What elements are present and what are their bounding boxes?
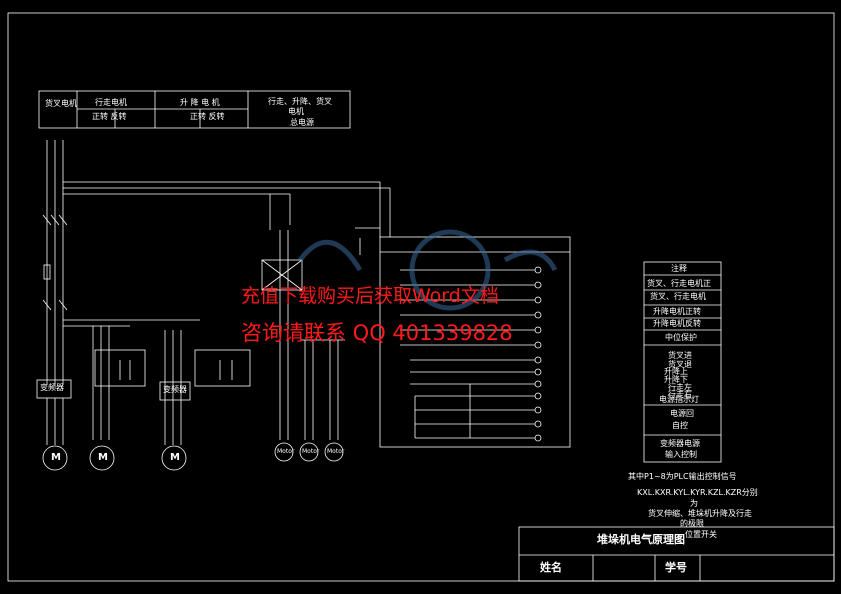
note-line-2: KXL.KXR.KYL.KYR.KZL.KZR分别 bbox=[637, 488, 758, 497]
student-id-label: 学号 bbox=[665, 561, 687, 574]
legend-item: 货叉、行走电机正 bbox=[647, 279, 711, 288]
legend-item: 电源指示灯 bbox=[659, 395, 699, 404]
header-lift-direction: 正转 反转 bbox=[190, 112, 225, 121]
control-motors bbox=[261, 230, 345, 462]
watermark-line-2: 咨询请联系 QQ 401339828 bbox=[241, 321, 513, 345]
name-label: 姓名 bbox=[540, 561, 562, 574]
fork-motor-branch bbox=[36, 379, 72, 471]
legend-item: 输入控制 bbox=[665, 450, 697, 459]
header-table-grid bbox=[38, 90, 351, 129]
header-fork-motor: 货叉电机 bbox=[45, 99, 77, 108]
drawing-border bbox=[7, 12, 835, 582]
legend-item: 升降上 bbox=[664, 367, 688, 376]
motor-label-3: M bbox=[170, 452, 180, 463]
watermark-line-1: 充值下载购买后获取Word文档 bbox=[241, 285, 499, 307]
legend-title: 注释 bbox=[671, 264, 687, 273]
drawing-title: 堆垛机电气原理图 bbox=[597, 533, 685, 546]
note-line-5: 的极限 bbox=[680, 519, 704, 528]
legend-item: 行走右 bbox=[668, 390, 692, 399]
note-line-4: 货叉伸缩、堆垛机升降及行走 bbox=[648, 509, 752, 518]
header-travel-motor: 行走电机 bbox=[95, 98, 127, 107]
inverter-label-2: 变频器 bbox=[163, 385, 187, 394]
lift-motor-branch bbox=[140, 319, 251, 471]
logo-watermark bbox=[298, 229, 558, 311]
legend-item: 电源回 bbox=[670, 409, 694, 418]
header-main-power: 行走、升降、货叉 bbox=[268, 97, 332, 106]
legend-item: 中位保护 bbox=[665, 333, 697, 342]
small-motor-label-1: Motor bbox=[277, 448, 295, 455]
legend-item: 货叉进 bbox=[668, 351, 692, 360]
header-main-power-mid: 电机 bbox=[288, 107, 304, 116]
header-lift-motor: 升 降 电 机 bbox=[180, 98, 220, 107]
plc-control-area bbox=[355, 225, 571, 448]
note-line-3: 为 bbox=[690, 499, 698, 508]
header-main-power-bottom: 总电源 bbox=[290, 118, 314, 127]
note-line-1: 其中P1~8为PLC输出控制信号 bbox=[628, 472, 737, 481]
legend-item: 行走左 bbox=[668, 383, 692, 392]
legend-item: 自控 bbox=[672, 421, 688, 430]
travel-motor-branch bbox=[63, 319, 146, 471]
power-busbars bbox=[42, 140, 391, 385]
note-line-6: 位置开关 bbox=[685, 530, 717, 539]
legend-item: 升降电机正转 bbox=[653, 307, 701, 316]
legend-grid bbox=[643, 261, 722, 463]
legend-item: 升降电机反转 bbox=[653, 319, 701, 328]
legend-item: 货叉退 bbox=[668, 360, 692, 369]
small-motor-label-2: Motor bbox=[302, 448, 320, 455]
motor-label-1: M bbox=[51, 452, 61, 463]
legend-item: 升降下 bbox=[664, 375, 688, 384]
motor-label-2: M bbox=[98, 452, 108, 463]
legend-item: 货叉、行走电机 bbox=[650, 292, 706, 301]
header-travel-direction: 正转 反转 bbox=[92, 112, 127, 121]
small-motor-label-3: Motor bbox=[327, 448, 345, 455]
title-block-grid bbox=[518, 526, 835, 582]
inverter-label-1: 变频器 bbox=[40, 383, 64, 392]
legend-item: 变频器电源 bbox=[660, 439, 700, 448]
